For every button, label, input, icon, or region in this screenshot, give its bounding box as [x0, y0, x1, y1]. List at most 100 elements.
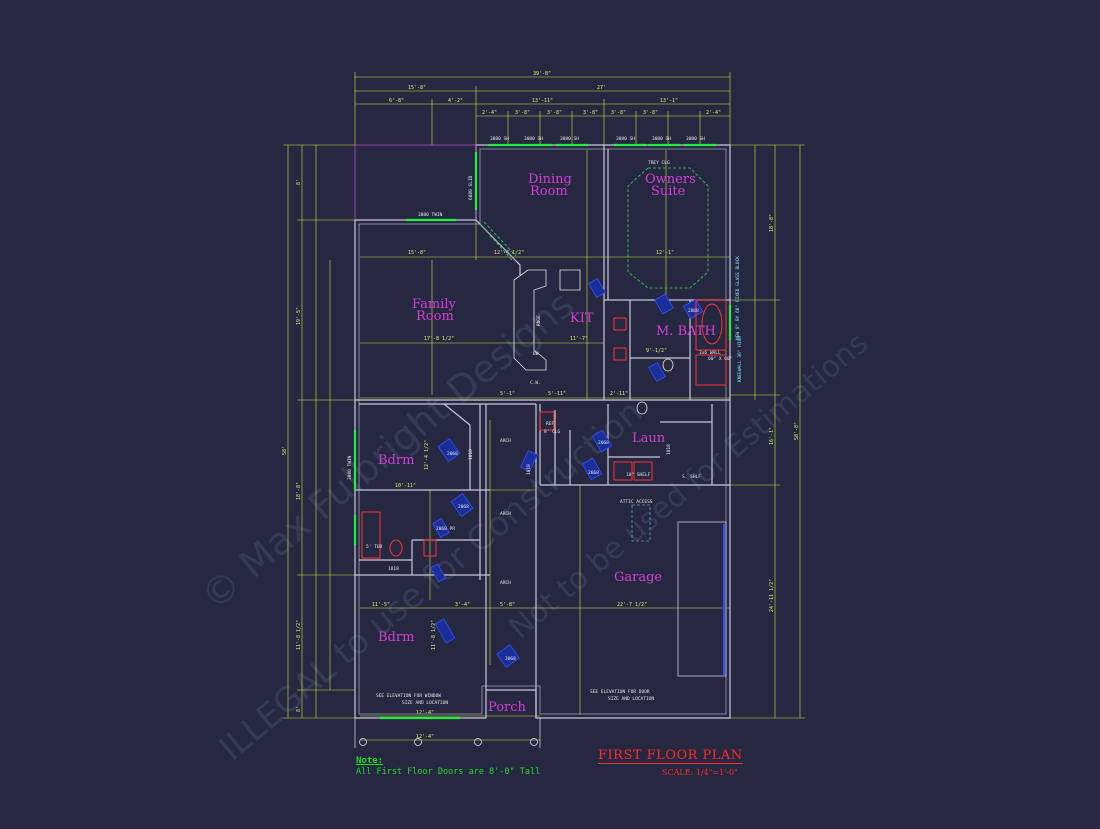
room-label-family-2: Room [416, 309, 454, 324]
dim-right-width-top: 27' [597, 85, 606, 91]
dim-left-2: 19'-5" [296, 307, 302, 325]
tag-win-twin-family: 3080 TWIN [418, 212, 443, 218]
tag-door-2668-1: 2668 [598, 440, 609, 446]
room-label-owners-2: Suite [651, 184, 686, 199]
drawing-title: FIRST FLOOR PLAN [598, 748, 743, 764]
room-label-dining-2: Room [530, 184, 568, 199]
tag-win-3: 3080 SH [560, 136, 579, 142]
dim-13-11: 13'-11" [532, 98, 553, 104]
dim-seg-c: 3'-8" [547, 110, 562, 116]
dim-left-4: 11'-8 1/2" [296, 620, 302, 650]
tag-sv-wall: 3x6 WALL [699, 350, 721, 356]
tag-1818-3: 1818 [388, 566, 399, 572]
tag-door-2068-1: 2068 [447, 451, 458, 457]
tag-see-elev-door: SEE ELEVATION FOR DOOR [590, 689, 650, 695]
dim-right-1: 18'-8" [769, 214, 775, 232]
dim-seg-f: 3'-8" [643, 110, 658, 116]
room-label-kit: KIT [570, 311, 594, 326]
dim-6-8: 6'-8" [389, 98, 404, 104]
tag-ten-shelf: 10" SHELF [626, 472, 651, 478]
tag-tub: 60" X 60" [708, 356, 732, 362]
tag-win-4: 3080 SH [616, 136, 635, 142]
room-label-garage: Garage [614, 570, 662, 585]
tag-1818-4: 1818 [666, 444, 672, 455]
drawing-scale: SCALE: 1/4"=1'-0" [662, 768, 738, 777]
tag-range: RNGE [536, 315, 542, 326]
dim-5-8: 5'-8" [500, 602, 515, 608]
tag-win-6: 3080 SH [686, 136, 705, 142]
dim-seg-g: 2'-4" [706, 110, 721, 116]
right-dimensions: 58'-8" 18'-8" 16'-1" 24'-11 1/2" [730, 144, 805, 719]
dim-13-1: 13'-1" [660, 98, 678, 104]
dim-right-2: 16'-1" [769, 427, 775, 445]
dim-left-1: 8' [296, 179, 302, 185]
tag-see-elev-window: SEE ELEVATION FOR WINDOW [376, 693, 441, 699]
dim-4-2: 4'-2" [448, 98, 463, 104]
dim-garage-width: 22'-7 1/2" [617, 602, 647, 608]
room-labels: Dining Room Owners Suite Family Room KIT… [378, 172, 716, 715]
dim-left-3: 18'-8" [296, 482, 302, 500]
tag-five-tub: 5' TUB [366, 544, 383, 550]
dim-bdrm-lower-width: 11'-5" [372, 602, 390, 608]
room-label-mbath: M. BATH [656, 324, 716, 339]
dim-porch-width: 12'-4" [416, 734, 434, 740]
dim-seg-d: 3'-8" [583, 110, 598, 116]
dim-bdrm-lower-depth: 11'-8 1/2" [431, 620, 437, 650]
note-title: Note: [356, 756, 384, 766]
dim-overall-width: 39'-8" [533, 71, 551, 77]
dim-owners-width: 12'-1" [656, 250, 674, 256]
tag-win-5: 3080 SH [652, 136, 671, 142]
tag-size-location-2: SIZE AND LOCATION [608, 696, 654, 702]
tag-arch-3: ARCH [500, 580, 511, 586]
left-dimensions: 58' 8' 19'-5" 18'-8" 11'-8 1/2" 8' [282, 144, 355, 719]
dim-mbath-seg: 9'-1/2" [646, 348, 667, 354]
tag-attic: ATTIC ACCESS [620, 499, 653, 505]
room-label-family-1: Family [412, 297, 457, 312]
doors: 2068 2068 3068 2668 2668 2868 2068 PR [429, 278, 704, 668]
room-label-bdrm-lower: Bdrm [378, 630, 414, 645]
dim-seg-b: 3'-8" [515, 110, 530, 116]
dim-left-width-top: 15'-8" [408, 85, 426, 91]
tag-shelf: S. SHLF [682, 474, 701, 480]
misc-tags: NEW 8" BY 60" FIXED GLASS BLOCK KNEEWALL… [376, 256, 743, 706]
dim-porch-seg: 12'-4" [416, 710, 434, 716]
dim-overall-depth-left: 58' [282, 446, 288, 455]
room-label-laun: Laun [632, 431, 666, 446]
tag-win-slid: 6080 SLID [468, 175, 474, 200]
tag-door-2068-2: 2068 [458, 504, 469, 510]
dim-bdrm-upper-depth: 12'-4 1/2" [424, 440, 430, 470]
fixtures: 60" X 60" 3x6 WALL 5' TUB [361, 299, 732, 559]
tag-arch-1: ARCH [500, 438, 511, 444]
tag-size-location-1: SIZE AND LOCATION [402, 700, 448, 706]
tag-trey-clg: TREY CLG [648, 160, 670, 166]
dim-bdrm-upper-width: 10'-11" [395, 483, 416, 489]
tag-door-pair: 2068 PR [436, 526, 455, 532]
title-block: FIRST FLOOR PLAN SCALE: 1/4"=1'-0" [598, 744, 758, 777]
tag-knee-wall: KNEEWALL 36" HIGH [737, 336, 743, 382]
room-label-porch: Porch [488, 700, 527, 715]
tag-dw: DW [533, 351, 539, 357]
tag-fixed-glass: NEW 8" BY 60" FIXED GLASS BLOCK [735, 256, 741, 340]
tag-ref: REF [546, 421, 554, 427]
tag-arch-2: ARCH [500, 511, 511, 517]
dim-family-depth: 17'-8 1/2" [424, 336, 454, 342]
dim-5-11: 5'-11" [548, 391, 566, 397]
room-label-bdrm-upper: Bdrm [378, 453, 414, 468]
tag-win-twin-bdrm: 3080 TWIN [347, 455, 353, 480]
dim-overall-depth-right: 58'-8" [794, 422, 800, 440]
tag-door-2868: 2868 [688, 308, 699, 314]
dim-seg-e: 3'-8" [611, 110, 626, 116]
dim-seg-a: 2'-4" [482, 110, 497, 116]
kitchen-walls: RNGE DW C.W. [475, 219, 581, 386]
tag-clg: 8' CLG [544, 429, 561, 435]
room-label-dining-1: Dining [528, 172, 572, 187]
room-label-owners-1: Owners [645, 172, 696, 187]
dim-3-4: 3'-4" [455, 602, 470, 608]
trey-ceiling: TREY CLG [627, 160, 709, 289]
windows: 3080 SH 3080 SH 3080 SH 3080 SH 3080 SH … [347, 136, 732, 720]
garage-features: ATTIC ACCESS [620, 499, 727, 677]
tag-win-1: 3080 SH [490, 136, 509, 142]
dim-right-3: 24'-11 1/2" [769, 579, 775, 612]
